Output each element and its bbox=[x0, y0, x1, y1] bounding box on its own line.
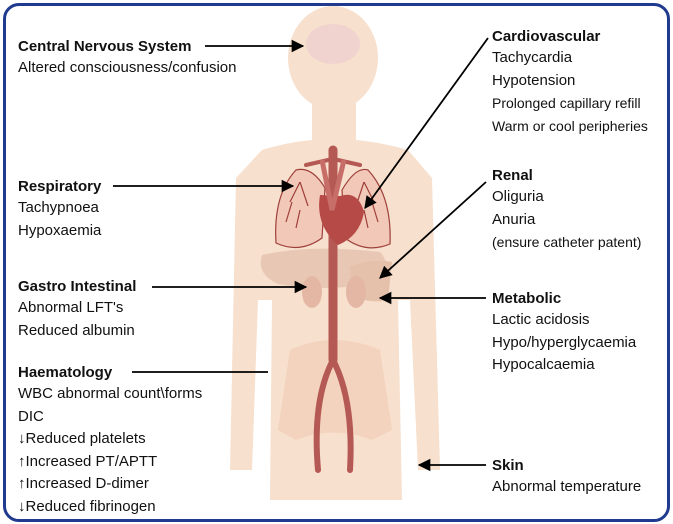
group-item: Hypo/hyperglycaemia bbox=[492, 332, 636, 355]
group-renal: Renal Oliguria Anuria (ensure catheter p… bbox=[492, 165, 641, 254]
group-title: Haematology bbox=[18, 362, 202, 383]
group-respiratory: Respiratory Tachypnoea Hypoxaemia bbox=[18, 176, 101, 242]
group-gastro: Gastro Intestinal Abnormal LFT's Reduced… bbox=[18, 276, 136, 342]
group-item: Warm or cool peripheries bbox=[492, 115, 648, 138]
group-metabolic: Metabolic Lactic acidosis Hypo/hyperglyc… bbox=[492, 288, 636, 377]
group-cns: Central Nervous System Altered conscious… bbox=[18, 36, 236, 80]
group-item: Lactic acidosis bbox=[492, 309, 636, 332]
group-title: Central Nervous System bbox=[18, 36, 236, 57]
group-item: ↓Reduced fibrinogen bbox=[18, 496, 202, 519]
group-title: Cardiovascular bbox=[492, 26, 648, 47]
group-title: Metabolic bbox=[492, 288, 636, 309]
group-item: Abnormal LFT's bbox=[18, 297, 136, 320]
group-item: ↑Increased PT/APTT bbox=[18, 451, 202, 474]
group-item: ↓Reduced platelets bbox=[18, 428, 202, 451]
group-cardiovascular: Cardiovascular Tachycardia Hypotension P… bbox=[492, 26, 648, 137]
group-item: (ensure catheter patent) bbox=[492, 231, 641, 254]
group-item: Hypotension bbox=[492, 70, 648, 93]
group-item: Hypoxaemia bbox=[18, 220, 101, 243]
group-item: Reduced albumin bbox=[18, 320, 136, 343]
group-item: Hypocalcaemia bbox=[492, 354, 636, 377]
group-item: Abnormal temperature bbox=[492, 476, 641, 499]
group-haematology: Haematology WBC abnormal count\forms DIC… bbox=[18, 362, 202, 518]
group-title: Skin bbox=[492, 455, 641, 476]
group-title: Renal bbox=[492, 165, 641, 186]
group-title: Respiratory bbox=[18, 176, 101, 197]
group-item: Prolonged capillary refill bbox=[492, 92, 648, 115]
group-item: DIC bbox=[18, 406, 202, 429]
group-item: ↑Increased D-dimer bbox=[18, 473, 202, 496]
brain-shape bbox=[306, 24, 360, 64]
group-item: Tachycardia bbox=[492, 47, 648, 70]
group-item: Tachypnoea bbox=[18, 197, 101, 220]
group-item: WBC abnormal count\forms bbox=[18, 383, 202, 406]
group-item: Oliguria bbox=[492, 186, 641, 209]
group-skin: Skin Abnormal temperature bbox=[492, 455, 641, 499]
group-title: Gastro Intestinal bbox=[18, 276, 136, 297]
group-item: Altered consciousness/confusion bbox=[18, 57, 236, 80]
group-item: Anuria bbox=[492, 209, 641, 232]
